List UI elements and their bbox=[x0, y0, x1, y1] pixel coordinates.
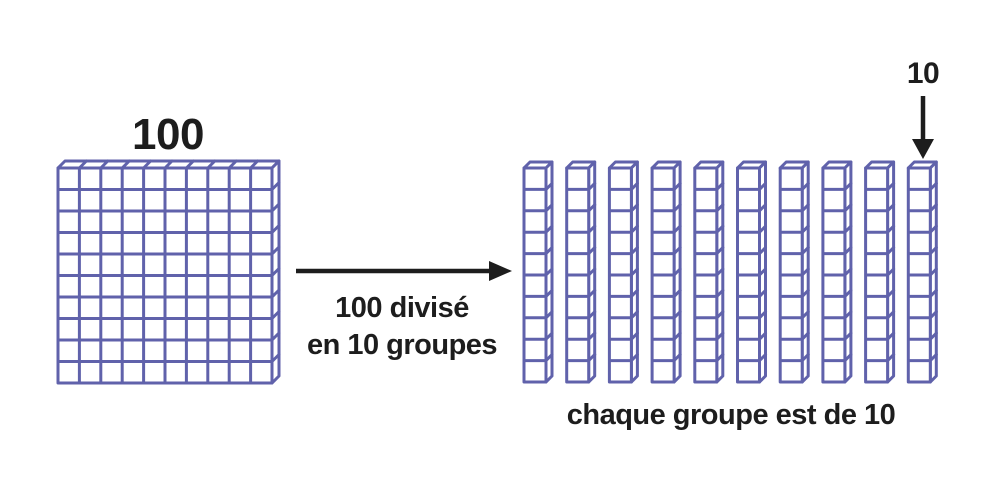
arrow-caption-line1: 100 divisé bbox=[335, 292, 469, 324]
tens-rod bbox=[778, 160, 810, 384]
hundred-block-label: 100 bbox=[132, 110, 204, 159]
tens-rod bbox=[821, 160, 853, 384]
down-arrow-icon bbox=[912, 96, 934, 159]
tens-rod bbox=[650, 160, 682, 384]
tens-rod bbox=[522, 160, 554, 384]
bottom-caption: chaque groupe est de 10 bbox=[566, 399, 896, 431]
tens-rod bbox=[906, 160, 938, 384]
rod-value-label: 10 bbox=[906, 57, 940, 90]
hundred-block bbox=[56, 159, 281, 385]
right-arrow-icon bbox=[296, 261, 512, 281]
tens-rod bbox=[736, 160, 767, 384]
arrow-caption-line2: en 10 groupes bbox=[306, 329, 498, 361]
tens-rod bbox=[693, 160, 725, 384]
tens-rod bbox=[565, 160, 597, 384]
tens-rod bbox=[864, 160, 896, 384]
tens-rod bbox=[607, 160, 639, 384]
arrow-caption: 100 divisé en 10 groupes bbox=[306, 290, 498, 364]
